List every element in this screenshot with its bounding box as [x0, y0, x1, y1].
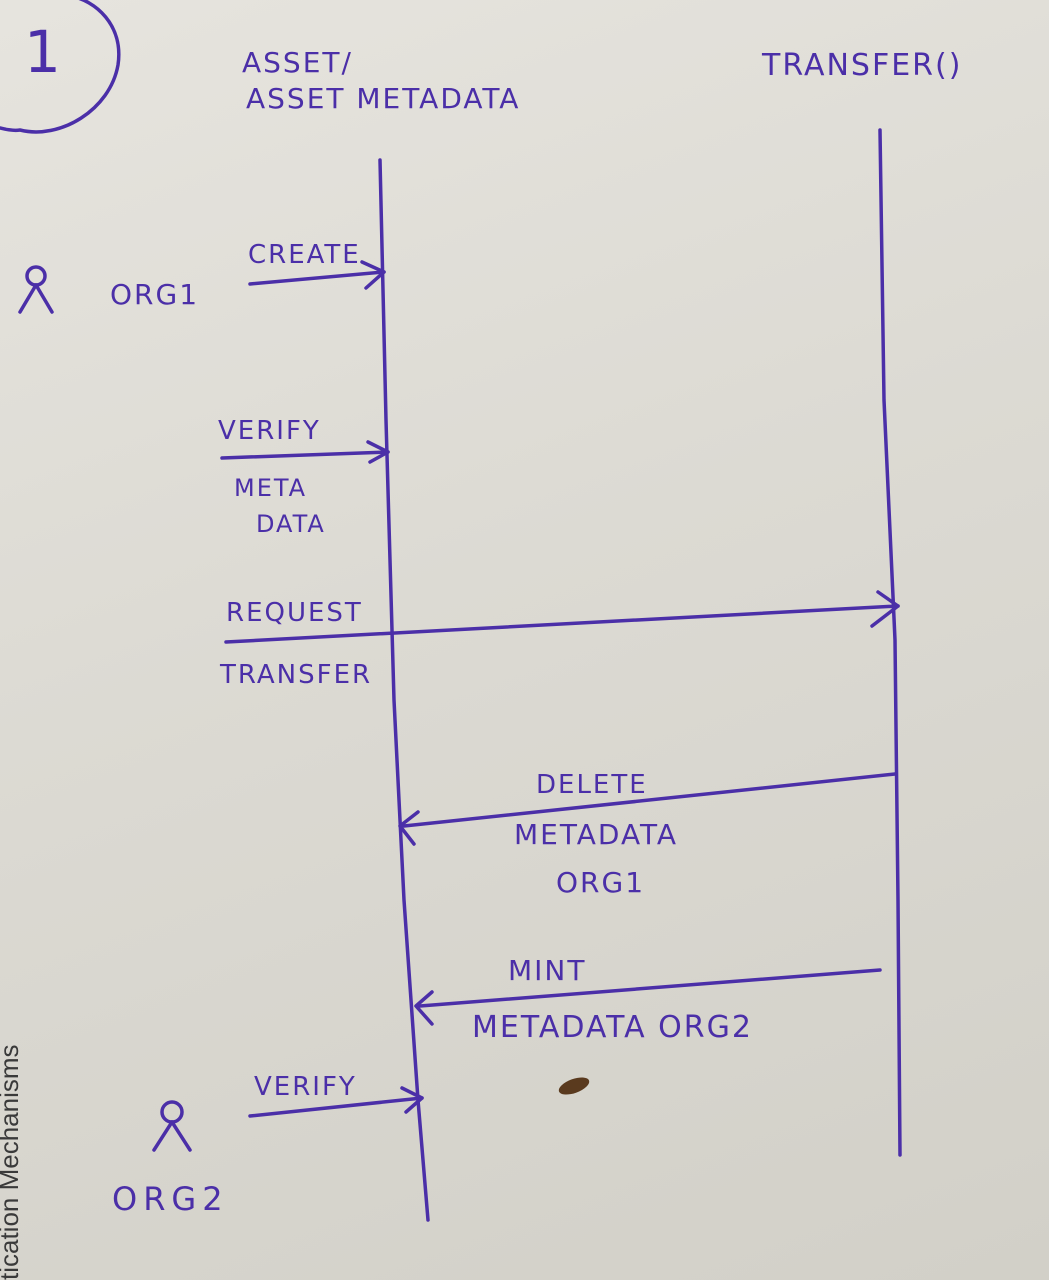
ink-blot	[558, 1077, 590, 1095]
arrowhead-create	[360, 260, 386, 290]
lifeline-asset-label-line1: ASSET/	[242, 46, 353, 79]
message-verify-label-line1: VERIFY	[218, 416, 321, 446]
arrowhead-request-transfer	[870, 590, 900, 628]
message-mint-label-line2: METADATA ORG2	[472, 1010, 753, 1045]
message-verify-label-line2: META	[234, 474, 308, 502]
message-verify-label-line3: DATA	[256, 510, 326, 538]
message-verify-org2-label: VERIFY	[254, 1072, 357, 1102]
lifeline-asset-label-line2: ASSET METADATA	[246, 82, 521, 115]
lifeline-transfer-label: TRANSFER()	[762, 48, 963, 83]
message-delete-label-line1: DELETE	[536, 770, 648, 800]
arrow-request-transfer	[224, 604, 900, 644]
arrow-create	[248, 270, 386, 286]
arrowhead-verify-org2	[400, 1086, 424, 1114]
page-number-circle	[0, 0, 121, 134]
lifeline-transfer	[878, 128, 902, 1157]
message-delete-label-line3: ORG1	[556, 866, 646, 899]
arrow-delete-metadata	[402, 772, 897, 828]
arrow-verify-org2	[248, 1096, 424, 1118]
actor-org1-label: ORG1	[110, 278, 200, 311]
arrowhead-verify-metadata	[366, 440, 390, 464]
arrow-mint-metadata	[418, 968, 882, 1008]
message-request-label-line1: REQUEST	[226, 598, 363, 628]
actor-org2-label: ORG2	[112, 1180, 229, 1218]
actor-org2-icon	[152, 1100, 192, 1152]
message-delete-label-line2: METADATA	[514, 818, 679, 851]
actor-org1-icon	[18, 265, 54, 314]
arrowhead-mint-metadata	[414, 990, 434, 1026]
background-margin-text: tication Mechanisms	[0, 1044, 24, 1280]
arrowhead-delete-metadata	[398, 810, 420, 846]
lifeline-asset	[378, 158, 430, 1222]
message-mint-label-line1: MINT	[508, 954, 587, 987]
arrow-verify-metadata	[220, 450, 390, 460]
message-request-label-line2: TRANSFER	[220, 660, 373, 690]
message-create-label: CREATE	[248, 240, 361, 270]
page-number: 1	[24, 18, 61, 86]
